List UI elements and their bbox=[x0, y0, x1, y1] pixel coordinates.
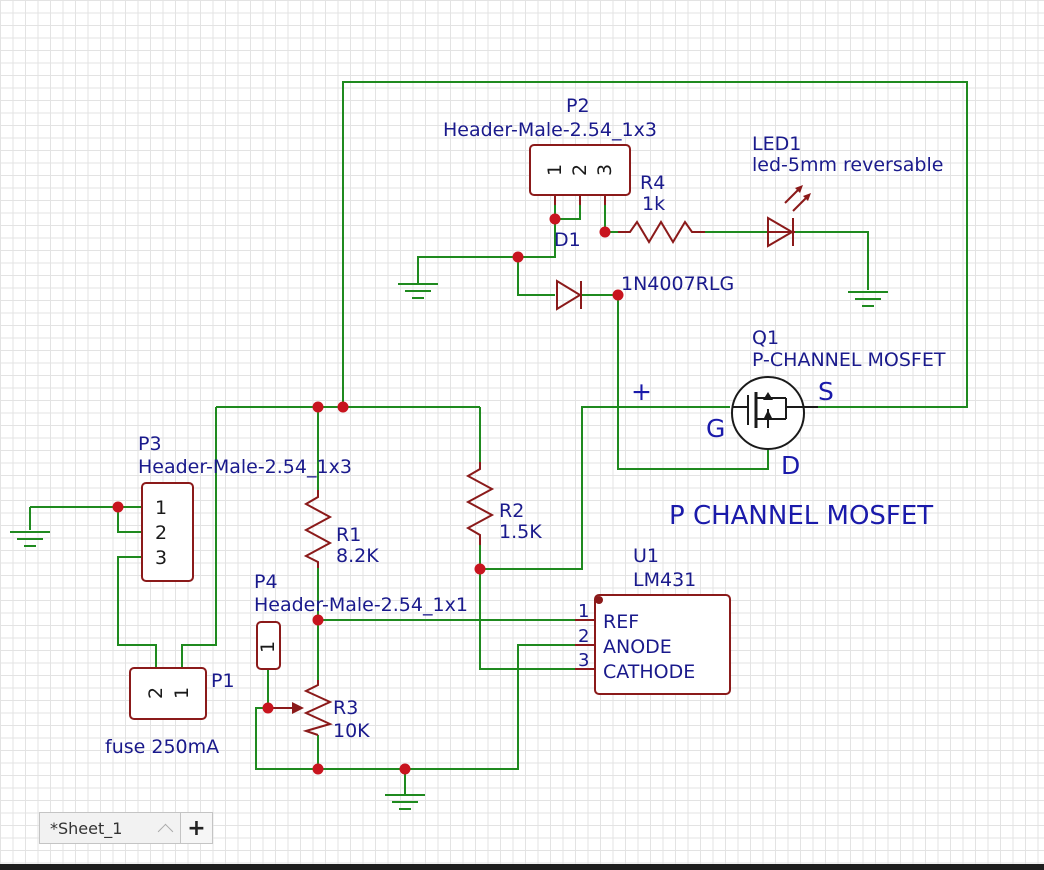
sheet-tab[interactable]: *Sheet_1 bbox=[39, 812, 181, 844]
r4-value-label: 1k bbox=[642, 193, 665, 215]
junction-dot bbox=[549, 213, 561, 225]
junction-dot bbox=[337, 401, 349, 413]
r1-value-label: 8.2K bbox=[336, 545, 379, 567]
junction-dot bbox=[399, 763, 411, 775]
r3-potentiometer[interactable]: R3 10K bbox=[268, 680, 370, 742]
p2-pin-label: 1 bbox=[544, 164, 566, 176]
p1-ref-label: P1 bbox=[211, 670, 235, 692]
p3-header[interactable]: 1 2 3 P3 Header-Male-2.54_1x3 bbox=[138, 433, 352, 582]
p3-pin-label: 2 bbox=[155, 522, 167, 544]
d1-value-label: 1N4007RLG bbox=[621, 273, 734, 295]
u1-pin-name: ANODE bbox=[603, 636, 672, 658]
add-sheet-label: + bbox=[187, 815, 206, 841]
q1-pin-g-label: G bbox=[706, 414, 725, 443]
ground-symbol[interactable] bbox=[385, 794, 425, 810]
p1-pin-label: 2 bbox=[145, 687, 167, 699]
junction-dot bbox=[599, 226, 611, 238]
q1-pin-plus-label: + bbox=[631, 377, 652, 406]
p4-body bbox=[256, 621, 281, 670]
p2-header[interactable]: 1 2 3 P2 Header-Male-2.54_1x3 bbox=[443, 95, 657, 205]
u1-pin-number: 1 bbox=[578, 601, 589, 622]
d1-ref-label: D1 bbox=[554, 229, 581, 251]
wire[interactable] bbox=[117, 506, 142, 533]
q1-pin-d-label: D bbox=[781, 451, 800, 480]
junction-dot bbox=[262, 702, 274, 714]
p2-pin-label: 2 bbox=[569, 164, 591, 176]
u1-pin-number: 2 bbox=[578, 626, 589, 647]
wire[interactable] bbox=[417, 196, 556, 282]
p1-fuse[interactable]: 2 1 P1 fuse 250mA bbox=[105, 667, 235, 758]
wire[interactable] bbox=[255, 644, 595, 770]
u1-lm431[interactable]: 1 2 3 REF ANODE CATHODE U1 LM431 bbox=[575, 545, 731, 695]
ground-symbol[interactable] bbox=[10, 531, 50, 547]
sheet-tab-label: *Sheet_1 bbox=[50, 818, 123, 838]
wire[interactable] bbox=[181, 407, 217, 668]
junction-dot bbox=[512, 251, 524, 263]
chevron-up-icon[interactable] bbox=[157, 823, 174, 839]
p2-pin-label: 3 bbox=[594, 164, 616, 176]
q1-ref-label: Q1 bbox=[752, 327, 779, 349]
p1-pin-label: 1 bbox=[171, 687, 193, 699]
p4-header[interactable]: 1 P4 Header-Male-2.54_1x1 bbox=[254, 571, 468, 670]
junction-dot bbox=[312, 614, 324, 626]
sheet-tab-bar: *Sheet_1 + bbox=[39, 812, 213, 844]
r3-value-label: 10K bbox=[333, 720, 370, 742]
q1-mosfet[interactable]: Q1 P-CHANNEL MOSFET + G S D bbox=[631, 327, 946, 480]
r2-value-label: 1.5K bbox=[499, 521, 542, 543]
junction-dot bbox=[112, 501, 124, 513]
d1-diode[interactable]: D1 1N4007RLG bbox=[554, 229, 734, 311]
q1-value-label: P-CHANNEL MOSFET bbox=[752, 349, 946, 371]
ground-symbol[interactable] bbox=[848, 291, 888, 307]
led1-value-label: led-5mm reversable bbox=[752, 154, 943, 176]
u1-ref-label: U1 bbox=[633, 545, 659, 567]
junction-dot bbox=[612, 289, 624, 301]
wire[interactable] bbox=[795, 231, 869, 290]
p1-body bbox=[129, 667, 207, 720]
u1-pin-name: CATHODE bbox=[603, 661, 695, 683]
add-sheet-button[interactable]: + bbox=[181, 812, 213, 844]
u1-pin-number: 3 bbox=[578, 650, 589, 671]
p3-pin-label: 3 bbox=[155, 547, 167, 569]
r2-ref-label: R2 bbox=[499, 500, 524, 522]
wire[interactable] bbox=[517, 257, 555, 296]
junction-dot bbox=[474, 563, 486, 575]
led1-led[interactable]: LED1 led-5mm reversable bbox=[752, 133, 943, 248]
p1-value-label: fuse 250mA bbox=[105, 736, 219, 758]
p3-value-label: Header-Male-2.54_1x3 bbox=[138, 456, 352, 478]
junction-dot bbox=[312, 763, 324, 775]
wire[interactable] bbox=[342, 81, 968, 408]
q1-pin-s-label: S bbox=[818, 377, 834, 406]
r4-resistor[interactable]: R4 1k bbox=[618, 172, 705, 244]
wire[interactable] bbox=[604, 196, 618, 233]
r2-resistor[interactable]: R2 1.5K bbox=[465, 462, 542, 545]
junctions bbox=[112, 213, 624, 775]
r1-resistor[interactable]: R1 8.2K bbox=[303, 490, 379, 568]
led1-ref-label: LED1 bbox=[752, 133, 801, 155]
wire[interactable] bbox=[480, 406, 730, 570]
wire[interactable] bbox=[117, 556, 157, 668]
wire[interactable] bbox=[479, 545, 595, 670]
r4-ref-label: R4 bbox=[640, 172, 665, 194]
u1-pin-name: REF bbox=[603, 611, 639, 633]
p3-body bbox=[141, 482, 194, 582]
p4-value-label: Header-Male-2.54_1x1 bbox=[254, 594, 468, 616]
p2-value-label: Header-Male-2.54_1x3 bbox=[443, 119, 657, 141]
bottom-bar bbox=[0, 864, 1044, 870]
p3-ref-label: P3 bbox=[138, 433, 162, 455]
p4-ref-label: P4 bbox=[254, 571, 278, 593]
p2-ref-label: P2 bbox=[566, 95, 590, 117]
wire[interactable] bbox=[617, 295, 769, 470]
ground-symbol[interactable] bbox=[398, 282, 438, 299]
r1-ref-label: R1 bbox=[336, 524, 361, 546]
p3-pin-label: 1 bbox=[155, 497, 167, 519]
r3-ref-label: R3 bbox=[333, 697, 358, 719]
junction-dot bbox=[312, 401, 324, 413]
mosfet-annotation-text: P CHANNEL MOSFET bbox=[669, 501, 933, 531]
p4-pin-label: 1 bbox=[257, 641, 279, 653]
u1-value-label: LM431 bbox=[633, 569, 696, 591]
